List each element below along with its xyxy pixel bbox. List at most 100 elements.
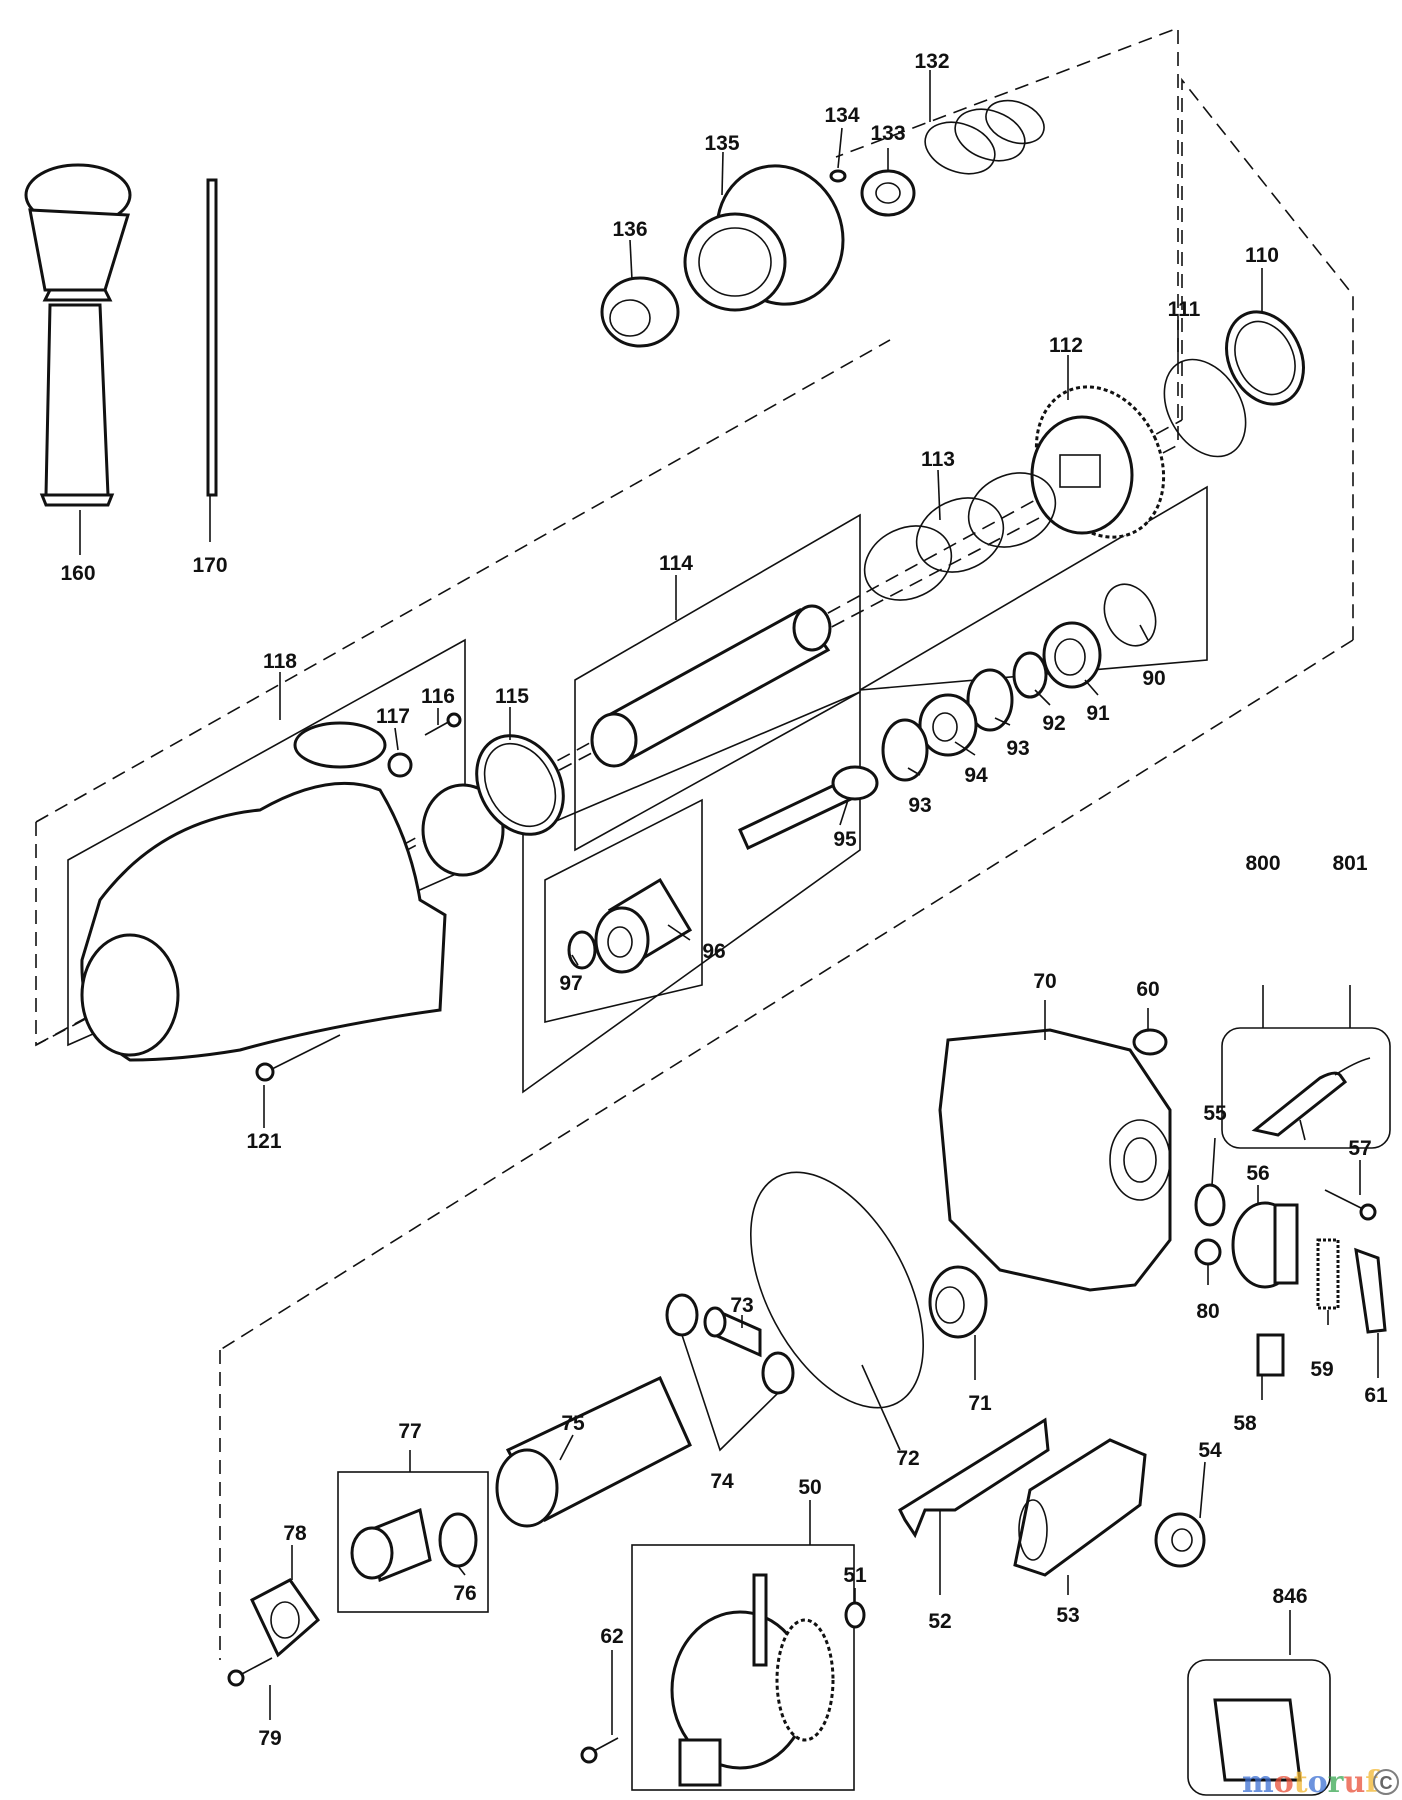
callout-80: 80 [1196, 1300, 1219, 1323]
watermark-logo: motoruf C [1242, 1765, 1399, 1800]
gearbox-50-shape [670, 1573, 835, 1787]
callout-53: 53 [1056, 1604, 1079, 1627]
ring-110-shape [1225, 310, 1305, 406]
callout-93: 93 [1006, 737, 1029, 760]
callout-115: 115 [495, 685, 529, 708]
callout-54: 54 [1198, 1439, 1222, 1462]
screw-116-shape [424, 712, 462, 736]
screw-62-shape [580, 1737, 619, 1764]
latch-61-shape [1354, 1247, 1387, 1334]
guide-94-shape [918, 693, 978, 757]
spring-59-shape [1316, 1238, 1340, 1310]
dashed-envelope-middle [35, 77, 1354, 1660]
callout-59: 59 [1310, 1358, 1333, 1381]
callout-61: 61 [1364, 1384, 1388, 1407]
ring-51-shape [844, 1601, 866, 1629]
dashed-envelope-top [35, 26, 1179, 1047]
grease-pack-846-shape [1213, 1698, 1302, 1782]
spring-132-shape [924, 99, 1045, 175]
ring-115-shape [475, 734, 565, 836]
drive-sleeve-77-shape [350, 1507, 432, 1583]
ring-111-shape [1163, 358, 1247, 458]
selector-knob-56-shape [1231, 1201, 1299, 1289]
lock-washer-133-shape [860, 169, 916, 217]
callout-846: 846 [1272, 1585, 1307, 1608]
callout-94: 94 [964, 764, 988, 787]
bearing-71-shape [928, 1265, 988, 1339]
callout-71: 71 [968, 1392, 992, 1415]
callout-56: 56 [1246, 1162, 1269, 1185]
callout-97: 97 [559, 972, 582, 995]
callout-77: 77 [398, 1420, 421, 1443]
callout-134: 134 [824, 104, 859, 127]
screw-79-shape [227, 1657, 273, 1687]
circlip-90-shape [1103, 583, 1157, 647]
callout-52: 52 [928, 1610, 951, 1633]
ring-93-lower-shape [881, 718, 929, 782]
side-handle-160-shape [24, 163, 132, 507]
callout-110: 110 [1245, 244, 1279, 267]
callout-50: 50 [798, 1476, 821, 1499]
callout-labels: 132 134 133 135 136 110 111 112 113 160 … [60, 50, 1388, 1750]
ring-55-shape [1194, 1183, 1226, 1227]
callout-78: 78 [283, 1522, 307, 1545]
callout-111: 111 [1168, 298, 1201, 321]
spindle-114-shape [590, 604, 832, 768]
subassembly-box-96-inner [544, 798, 703, 1024]
callout-114: 114 [659, 552, 693, 575]
depth-rod-170-shape [206, 178, 218, 497]
callout-62: 62 [600, 1625, 623, 1648]
bushing-136-shape [600, 276, 680, 348]
nose-cap-135-shape [683, 164, 845, 312]
wm-letter: t [1294, 1765, 1308, 1800]
callout-133: 133 [870, 122, 905, 145]
knob-54-shape [1154, 1512, 1206, 1568]
wm-letter: f [1365, 1765, 1380, 1800]
callout-57: 57 [1348, 1137, 1371, 1160]
ring-92-shape [1012, 651, 1048, 699]
button-58-shape [1256, 1333, 1285, 1377]
screw-121-shape [255, 1034, 341, 1082]
leader-lines [79, 70, 1379, 1735]
bushing-60-shape [1132, 1028, 1168, 1056]
sleeve-91-shape [1042, 621, 1102, 689]
swing-sleeve-75-shape [495, 1375, 692, 1528]
screw-57-shape [1324, 1189, 1377, 1221]
callout-117: 117 [376, 705, 410, 728]
callout-58: 58 [1233, 1412, 1257, 1435]
switch-801-shape [1251, 1057, 1371, 1141]
callout-79: 79 [258, 1727, 281, 1750]
callout-96: 96 [702, 940, 725, 963]
nut-117-shape [387, 752, 413, 778]
callout-135: 135 [704, 132, 739, 155]
callout-95: 95 [833, 828, 857, 851]
callout-51: 51 [843, 1564, 867, 1587]
callout-73: 73 [730, 1294, 753, 1317]
callout-72: 72 [896, 1447, 919, 1470]
callout-91: 91 [1086, 702, 1110, 725]
piston-96-shape [594, 877, 693, 974]
subassembly-box-50 [631, 1544, 855, 1791]
callout-55: 55 [1203, 1102, 1227, 1125]
wm-letter: o [1308, 1765, 1328, 1800]
callout-121: 121 [246, 1130, 281, 1153]
callout-118: 118 [263, 650, 297, 673]
copyright-badge-icon [1373, 1769, 1399, 1795]
o-ring-72-shape [749, 1171, 925, 1409]
callout-92: 92 [1042, 712, 1065, 735]
callout-136: 136 [612, 218, 647, 241]
ring-76-shape [438, 1512, 478, 1568]
motor-housing-70-shape [938, 1028, 1172, 1292]
callout-800: 800 [1245, 852, 1280, 875]
striker-95-shape [738, 765, 879, 851]
wm-letter: o [1274, 1765, 1294, 1800]
kit-box-800-801 [1221, 1027, 1391, 1149]
flange-78-shape [250, 1578, 321, 1658]
callout-113: 113 [921, 448, 955, 471]
wm-letter: u [1343, 1765, 1365, 1800]
subassembly-box-96-outer [522, 690, 861, 1094]
svg-text:motoruf: motoruf [1242, 1765, 1380, 1800]
ring-97-shape [567, 930, 597, 970]
callout-801: 801 [1332, 852, 1367, 875]
plug-80-shape [1194, 1238, 1222, 1266]
